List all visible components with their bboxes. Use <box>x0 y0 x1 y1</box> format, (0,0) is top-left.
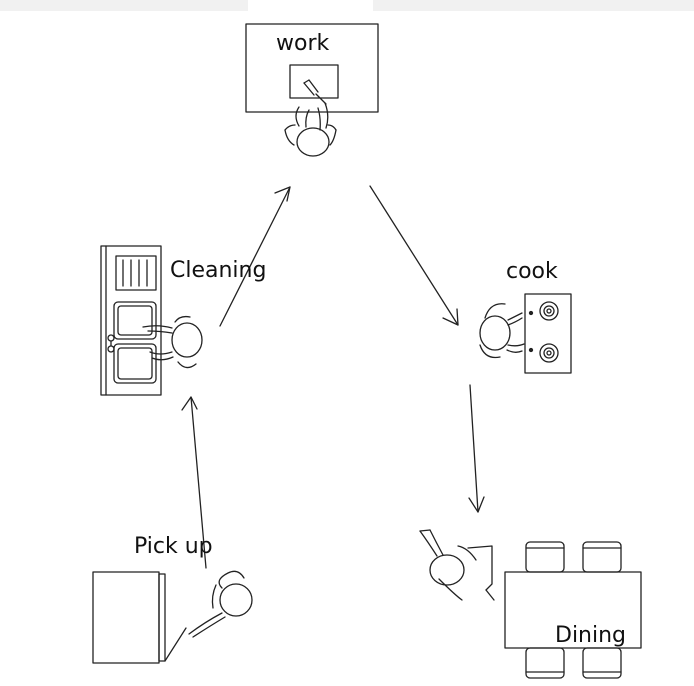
label-work: work <box>276 31 330 56</box>
cook-station <box>479 293 572 374</box>
person-dining-icon <box>419 529 495 601</box>
person-pickup-icon <box>188 570 253 638</box>
faucet-icon <box>107 334 115 353</box>
arrow-work-to-cook <box>369 185 459 326</box>
fridge-body <box>92 571 160 664</box>
person-cooking-icon <box>479 303 525 359</box>
arrow-cleaning-to-work <box>219 186 291 327</box>
pickup-station <box>92 570 253 664</box>
dining-station <box>419 529 642 679</box>
knife-icon <box>303 79 327 105</box>
sink-counter <box>100 245 162 396</box>
chair-icon-top-right <box>582 541 622 573</box>
sink-basin-top <box>113 301 157 340</box>
label-pickup: Pick up <box>134 534 213 559</box>
dish-rack-icon <box>115 255 157 291</box>
cutting-board <box>289 64 339 99</box>
arrow-cook-to-dining <box>468 384 485 513</box>
chair-icon-bottom-left <box>525 647 565 679</box>
top-notch <box>248 0 373 13</box>
dining-table <box>504 571 642 649</box>
work-station <box>245 23 379 157</box>
cleaning-station <box>100 245 203 396</box>
label-cook: cook <box>506 259 558 284</box>
label-cleaning: Cleaning <box>170 258 267 283</box>
work-counter <box>245 23 379 113</box>
fridge-door <box>164 627 187 662</box>
person-working-icon <box>284 102 337 157</box>
fridge-door-edge <box>158 573 166 662</box>
burner-icon-top <box>539 301 559 321</box>
chair-icon-bottom-right <box>582 647 622 679</box>
sink-basin-bottom <box>113 343 157 384</box>
stove-body <box>524 293 572 374</box>
person-cleaning-icon <box>142 315 203 369</box>
arrow-pickup-to-cleaning <box>181 396 207 569</box>
label-dining: Dining <box>555 623 627 648</box>
chair-icon-top-left <box>525 541 565 573</box>
burner-icon-bottom <box>539 343 559 363</box>
